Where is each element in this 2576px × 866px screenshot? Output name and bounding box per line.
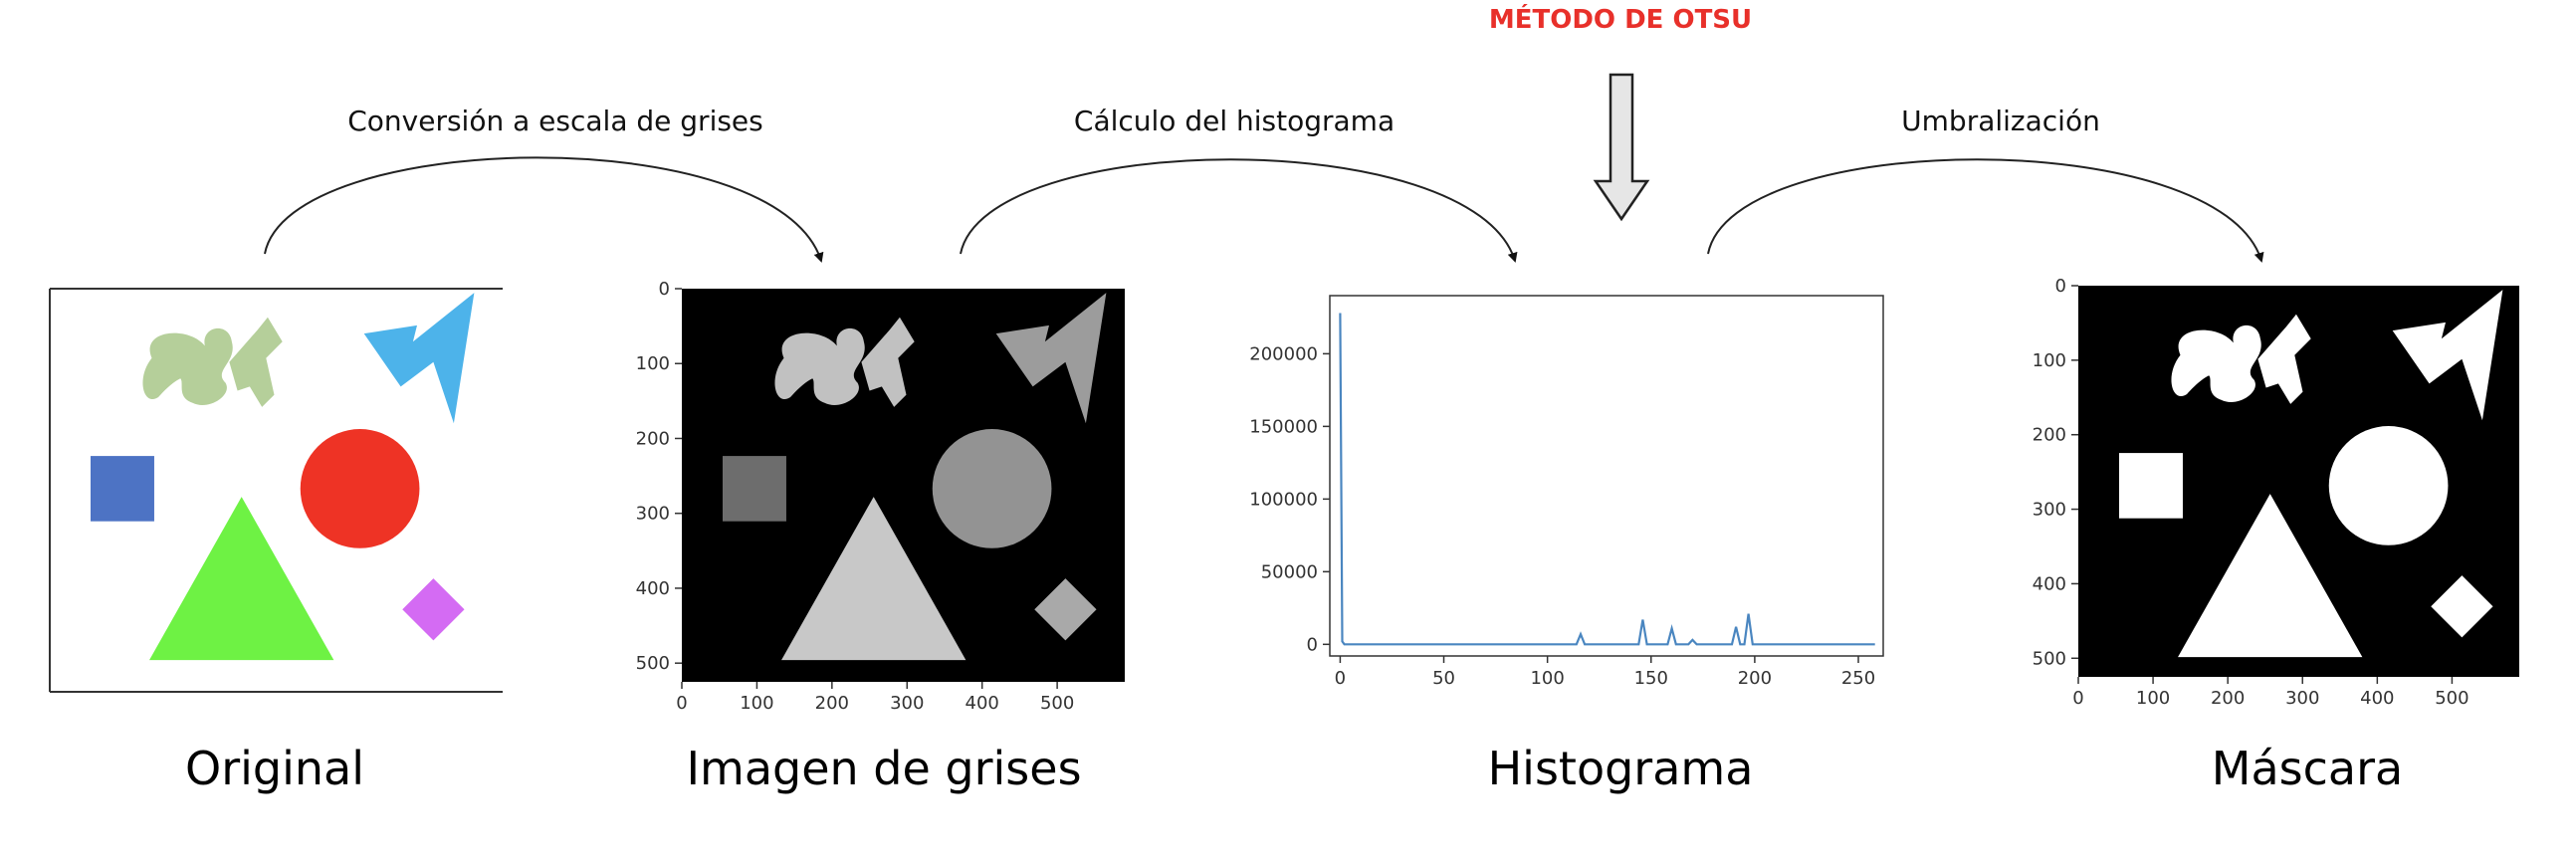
histogram-chart: 0 50 100 150 200 250 0 50000 100000 150000 200000 (1249, 295, 1884, 689)
step-label-histogram: Cálculo del histograma (1074, 105, 1395, 137)
y-tick-label: 400 (636, 578, 670, 599)
x-tick-label: 100 (2136, 688, 2170, 709)
x-tick-label: 200 (815, 693, 849, 714)
grayscale-circle-shape (932, 429, 1052, 548)
hist-y-tick-label: 150000 (1249, 416, 1318, 437)
hist-x-tick-label: 100 (1530, 668, 1564, 689)
original-image (49, 288, 503, 693)
x-tick-label: 200 (2211, 688, 2245, 709)
y-tick-label: 300 (2033, 500, 2066, 521)
x-tick-label: 400 (966, 693, 999, 714)
hist-y-tick-label: 100000 (1249, 489, 1318, 510)
hist-y-tick-label: 50000 (1261, 561, 1318, 582)
hist-x-tick-label: 0 (1335, 668, 1346, 689)
y-tick-label: 300 (636, 504, 670, 525)
hist-y-tick-label: 200000 (1249, 343, 1318, 364)
x-tick-label: 0 (2072, 688, 2083, 709)
grayscale-square-shape (723, 456, 786, 522)
down-arrow-icon (1593, 73, 1650, 222)
mask-square-shape (2119, 453, 2183, 519)
y-tick-label: 0 (2055, 276, 2066, 297)
x-tick-label: 500 (2435, 688, 2469, 709)
step-label-threshold: Umbralización (1901, 105, 2100, 137)
original-zigzag-shape (363, 293, 475, 424)
y-tick-label: 100 (2033, 350, 2066, 371)
arrow-threshold (1707, 158, 2264, 263)
y-tick-label: 200 (2033, 425, 2066, 446)
hist-x-tick-label: 50 (1432, 668, 1455, 689)
original-diamond-shape (402, 578, 465, 641)
y-tick-label: 0 (659, 279, 670, 300)
method-label: MÉTODO DE OTSU (1489, 3, 1752, 35)
y-tick-label: 500 (2033, 648, 2066, 669)
grayscale-diamond-shape (1034, 578, 1097, 641)
histogram-series-line (1339, 313, 1875, 646)
x-tick-label: 300 (890, 693, 924, 714)
x-tick-label: 300 (2285, 688, 2319, 709)
original-triangle-shape (149, 497, 334, 661)
x-tick-label: 500 (1040, 693, 1074, 714)
x-tick-label: 0 (676, 693, 687, 714)
grayscale-title: Imagen de grises (686, 742, 1081, 795)
y-tick-label: 200 (636, 428, 670, 449)
mask-image: 0 100 200 300 400 500 0 100 200 300 400 500 (2033, 276, 2519, 709)
hist-x-tick-label: 200 (1738, 668, 1772, 689)
mask-triangle-shape (2178, 494, 2363, 658)
original-title: Original (185, 742, 364, 795)
grayscale-image: 0 100 200 300 400 500 0 100 200 300 400 500 (636, 279, 1125, 714)
mask-title: Máscara (2212, 742, 2403, 795)
mask-circle-shape (2328, 426, 2449, 545)
original-blob-shape (142, 317, 283, 407)
original-square-shape (91, 456, 154, 522)
hist-x-tick-label: 250 (1841, 668, 1875, 689)
step-label-grayscale: Conversión a escala de grises (347, 105, 763, 137)
y-tick-label: 100 (636, 353, 670, 374)
arrow-histogram (960, 158, 1518, 263)
hist-x-tick-label: 150 (1634, 668, 1668, 689)
x-tick-label: 400 (2360, 688, 2394, 709)
hist-y-tick-label: 0 (1307, 634, 1318, 655)
grayscale-triangle-shape (781, 497, 966, 661)
arrow-grayscale (264, 156, 824, 263)
x-tick-label: 100 (740, 693, 773, 714)
original-circle-shape (300, 429, 420, 548)
y-tick-label: 500 (636, 653, 670, 674)
y-tick-label: 400 (2033, 573, 2066, 594)
mask-diamond-shape (2431, 575, 2493, 638)
histogram-title: Histograma (1488, 742, 1754, 795)
